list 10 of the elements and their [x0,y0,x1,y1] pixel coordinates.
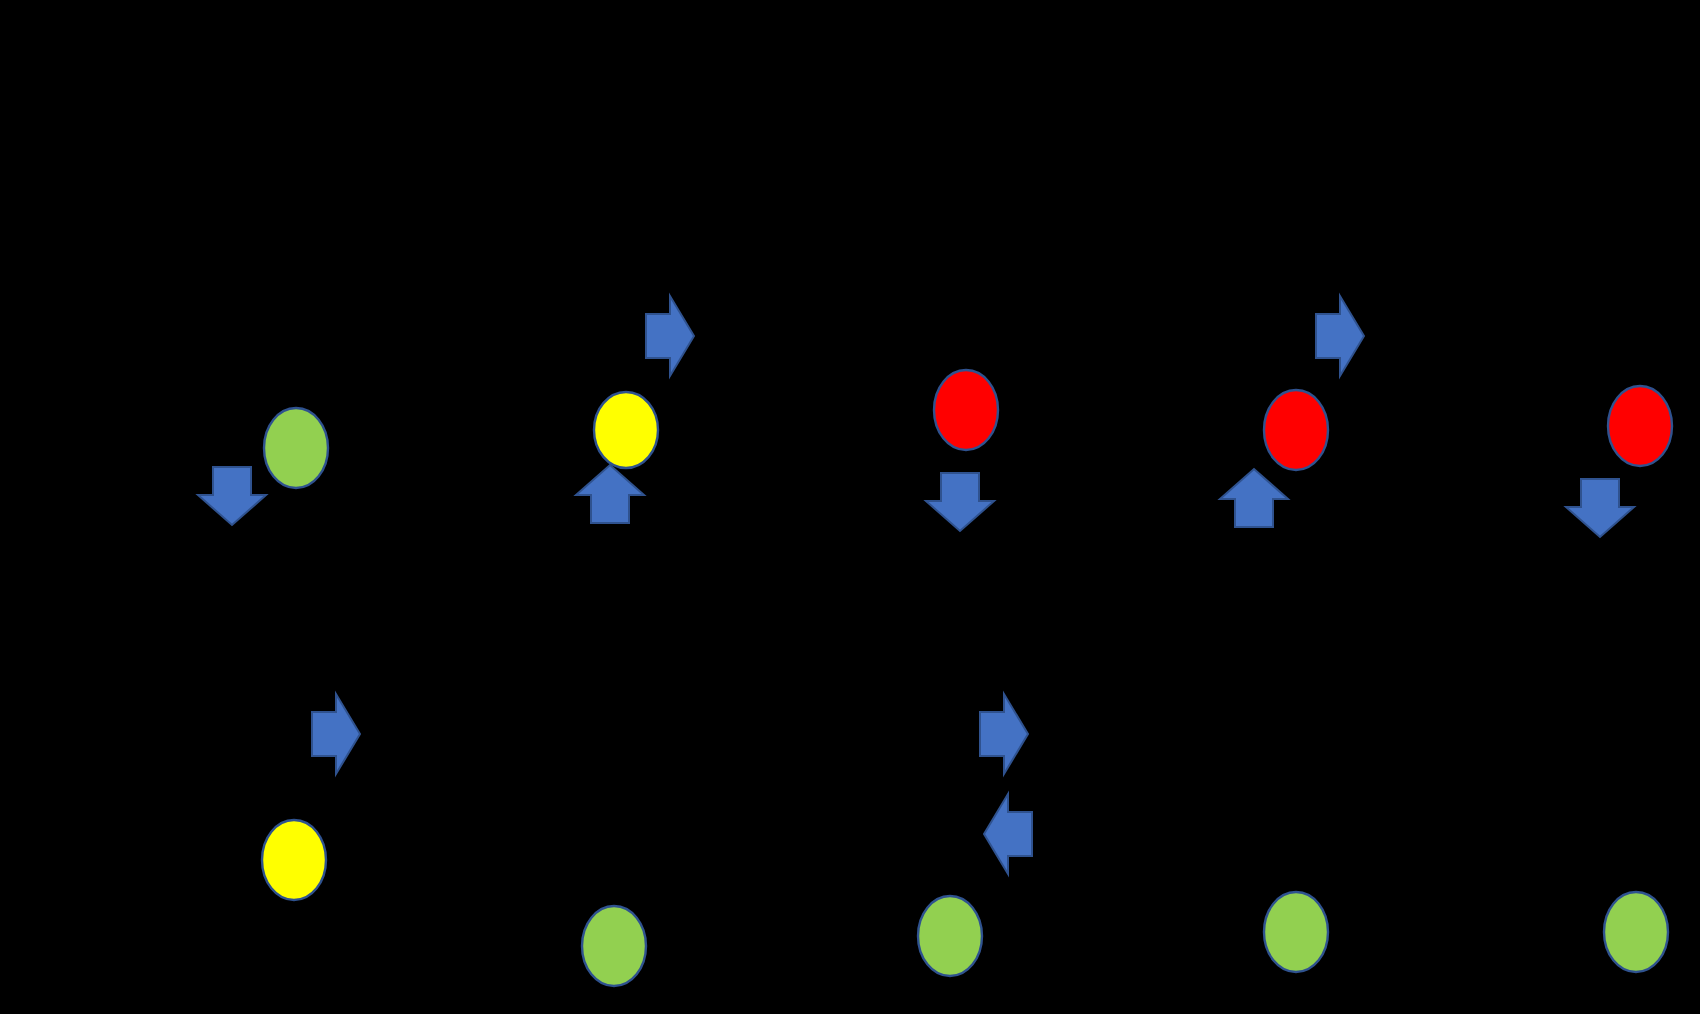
circle [580,904,648,988]
circle [1606,384,1674,468]
circle [1262,388,1330,472]
circle [932,368,1000,452]
circle [260,818,328,902]
circle [916,894,984,978]
circle [1262,890,1330,974]
circle [1602,890,1670,974]
circle [592,390,660,470]
circle [262,406,330,490]
